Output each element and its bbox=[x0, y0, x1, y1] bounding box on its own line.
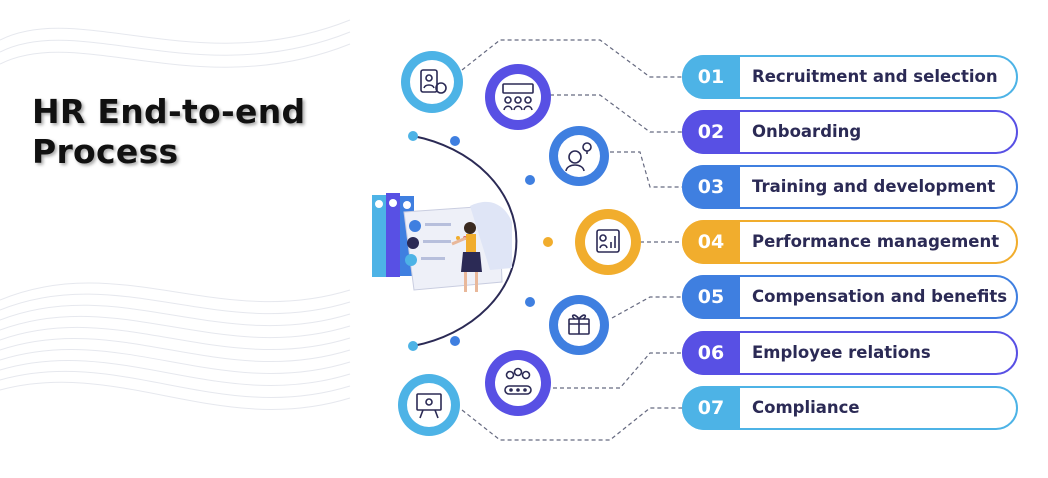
connector-7 bbox=[461, 407, 682, 441]
step-label: Compliance bbox=[752, 398, 860, 417]
gift-dollar-icon bbox=[568, 314, 590, 335]
step-number: 03 bbox=[682, 165, 740, 209]
title-line-1: HR End-to-end bbox=[32, 92, 306, 131]
step-number: 02 bbox=[682, 110, 740, 154]
presentation-board-icon bbox=[416, 393, 442, 419]
icon-compliance bbox=[398, 374, 460, 436]
step-06: 06 Employee relations bbox=[682, 331, 1018, 375]
step-number: 05 bbox=[682, 275, 740, 319]
connector-1 bbox=[461, 39, 682, 78]
connector-2 bbox=[550, 94, 682, 133]
arc-dot bbox=[408, 341, 418, 351]
icon-employee-relations bbox=[485, 350, 551, 416]
employee-group-icon bbox=[504, 367, 532, 395]
connector-5 bbox=[611, 296, 682, 319]
step-01: 01 Recruitment and selection bbox=[682, 55, 1018, 99]
connector-6 bbox=[553, 352, 682, 389]
performance-report-icon bbox=[596, 229, 620, 253]
arc-dot bbox=[525, 297, 535, 307]
icon-compensation bbox=[549, 295, 609, 355]
arc-dot bbox=[543, 237, 553, 247]
step-07: 07 Compliance bbox=[682, 386, 1018, 430]
step-02: 02 Onboarding bbox=[682, 110, 1018, 154]
arc-dot bbox=[408, 131, 418, 141]
idea-person-icon bbox=[565, 142, 592, 172]
arc-dot bbox=[525, 175, 535, 185]
arc-dot bbox=[450, 136, 460, 146]
step-label: Compensation and benefits bbox=[752, 287, 1008, 306]
step-label: Recruitment and selection bbox=[752, 67, 998, 86]
icon-onboarding bbox=[485, 64, 551, 130]
candidate-profile-icon bbox=[420, 69, 447, 94]
step-number: 07 bbox=[682, 386, 740, 430]
step-label: Onboarding bbox=[752, 122, 862, 141]
step-label: Employee relations bbox=[752, 343, 931, 362]
step-label: Training and development bbox=[752, 177, 996, 196]
step-05: 05 Compensation and benefits bbox=[682, 275, 1018, 319]
step-number: 06 bbox=[682, 331, 740, 375]
step-03: 03 Training and development bbox=[682, 165, 1018, 209]
connector-3 bbox=[610, 151, 682, 188]
page-title: HR End-to-end Process bbox=[32, 92, 305, 172]
icon-performance bbox=[575, 209, 641, 275]
timeline-arc bbox=[412, 135, 518, 347]
arc-dot bbox=[450, 336, 460, 346]
team-onboarding-icon bbox=[502, 83, 534, 111]
icon-training bbox=[549, 126, 609, 186]
hr-illustration bbox=[372, 193, 512, 292]
step-number: 01 bbox=[682, 55, 740, 99]
step-04: 04 Performance management bbox=[682, 220, 1018, 264]
title-line-2: Process bbox=[32, 132, 179, 171]
icon-recruitment bbox=[401, 51, 463, 113]
step-label: Performance management bbox=[752, 232, 1000, 251]
step-number: 04 bbox=[682, 220, 740, 264]
